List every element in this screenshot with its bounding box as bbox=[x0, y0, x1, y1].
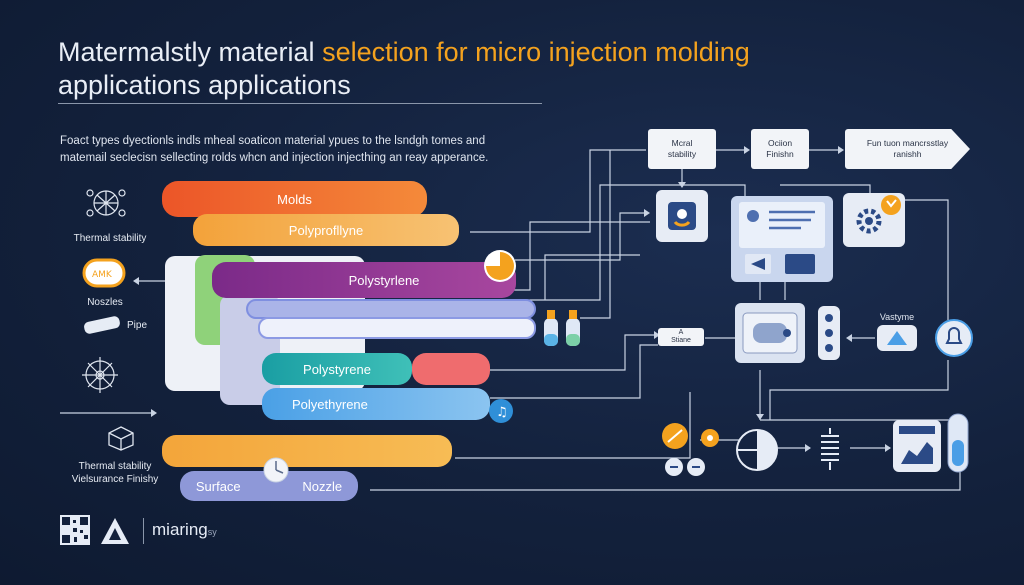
card-gear bbox=[843, 193, 905, 247]
intro-line2: matemail seclecisn sellecting rolds whcn… bbox=[60, 152, 489, 164]
title-highlight: selection for micro injection molding bbox=[322, 37, 750, 67]
flow-box-finish: Ociion Finishn bbox=[751, 129, 809, 169]
bar-molds-label: Molds bbox=[277, 191, 312, 207]
footer-brand: miaringsy bbox=[152, 520, 217, 540]
ruler-icon bbox=[660, 422, 690, 450]
footer-brand-name: miaring bbox=[152, 520, 208, 539]
flow-box-finish-label: Ociion Finishn bbox=[766, 138, 794, 159]
title-divider bbox=[58, 103, 542, 104]
bar-polyethylene: Polyethyrene bbox=[262, 388, 490, 420]
label-thermal-stability: Thermal stability bbox=[73, 233, 147, 244]
card-screen bbox=[731, 196, 833, 282]
music-note-icon: ♫ bbox=[488, 398, 514, 424]
bar-orange-bottom bbox=[162, 435, 452, 467]
bar-polystyrene-top-label: Polystyrlene bbox=[348, 272, 420, 288]
intro-line1: Foact types dyectionls indls mheal soati… bbox=[60, 135, 486, 147]
title-line2: applications applications bbox=[58, 70, 351, 100]
bar-blue-outline-1 bbox=[246, 299, 536, 319]
label-vastyme: Vastyme bbox=[879, 312, 915, 322]
half-circle-icon bbox=[735, 428, 779, 472]
bar-polypropylene-label: Polyprofllyne bbox=[288, 222, 364, 238]
label-measurance: Vielsurance Finishy bbox=[71, 474, 159, 485]
card-lock bbox=[656, 190, 708, 242]
title-plain: Matermalstly material bbox=[58, 37, 323, 67]
flow-box-small-bottom: Stiane bbox=[671, 337, 691, 344]
bell-icon bbox=[934, 318, 974, 358]
flow-box-stability-label: Mcral stability bbox=[667, 138, 697, 159]
amk-badge-icon: AMK bbox=[82, 258, 126, 288]
bar-surface-label: Surface bbox=[195, 478, 241, 494]
footer-brand-suffix: sy bbox=[207, 527, 217, 537]
bar-polyethylene-label: Polyethyrene bbox=[292, 396, 368, 412]
label-thermal-stability-2: Thermal stability bbox=[78, 461, 152, 472]
bar-coral bbox=[412, 353, 490, 385]
spring-icon bbox=[815, 426, 845, 472]
flow-box-stability: Mcral stability bbox=[648, 129, 716, 169]
bar-polystyrene-mid: Polystyrene bbox=[262, 353, 412, 385]
card-chart bbox=[893, 420, 941, 472]
bar-polystyrene-mid-label: Polystyrene bbox=[303, 361, 371, 377]
cube-icon bbox=[106, 425, 136, 451]
qr-code-icon bbox=[60, 515, 90, 545]
card-dots bbox=[818, 306, 840, 360]
dumbbell-icon bbox=[662, 456, 710, 478]
label-nozzles: Noszles bbox=[87, 297, 123, 308]
svg-text:AMK: AMK bbox=[92, 270, 113, 280]
target-icon bbox=[74, 354, 126, 396]
orange-dot-icon bbox=[700, 428, 720, 448]
flow-box-function-label: Fun tuon mancrsstlay ranishh bbox=[866, 138, 949, 159]
bar-nozzle-label: Nozzle bbox=[302, 478, 343, 494]
page-title: Matermalstly material selection for micr… bbox=[58, 36, 858, 102]
flow-box-small: A Stiane bbox=[658, 328, 704, 346]
vials-icon bbox=[540, 306, 588, 350]
bar-polypropylene: Polyprofllyne bbox=[193, 214, 459, 246]
bar-molds: Molds bbox=[162, 181, 427, 217]
flow-box-small-top: A bbox=[678, 329, 684, 336]
clock-icon bbox=[262, 456, 290, 484]
tube-icon bbox=[945, 410, 971, 476]
logo-triangle-icon bbox=[99, 516, 131, 546]
label-pipe: Pipe bbox=[126, 320, 147, 331]
card-shape bbox=[877, 325, 917, 351]
flow-box-function: Fun tuon mancrsstlay ranishh bbox=[845, 129, 970, 169]
card-machine bbox=[735, 303, 805, 363]
intro-text: Foact types dyectionls indls mheal soati… bbox=[60, 133, 550, 167]
bar-blue-outline-2 bbox=[258, 317, 536, 339]
bar-polystyrene-top: Polystyrlene bbox=[212, 262, 516, 298]
network-globe-icon bbox=[84, 183, 128, 223]
pipe-icon bbox=[82, 315, 122, 335]
footer-divider bbox=[143, 518, 144, 544]
svg-text:♫: ♫ bbox=[496, 405, 508, 420]
pie-icon bbox=[482, 248, 518, 284]
